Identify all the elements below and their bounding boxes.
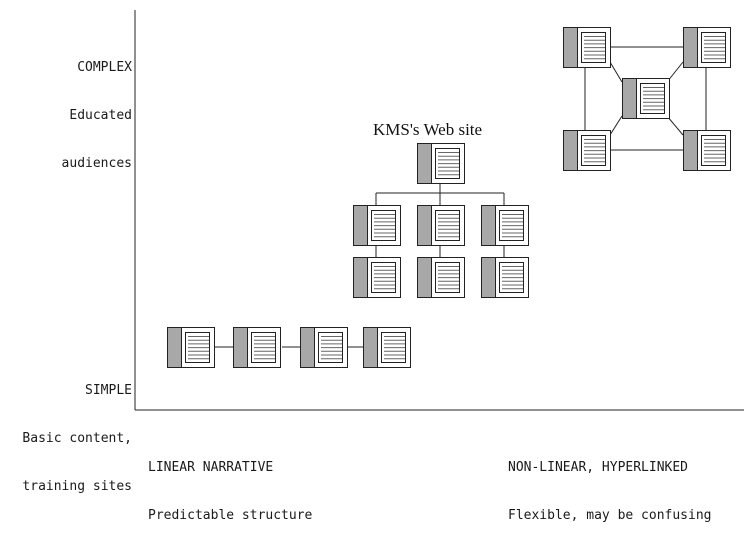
y-axis-top-title: COMPLEX (77, 60, 132, 75)
y-axis-bottom-title: SIMPLE (85, 383, 132, 398)
network-connectors (584, 46, 707, 151)
y-axis-bottom-label: SIMPLE Basic content, training sites (12, 351, 132, 527)
y-axis-top-label: COMPLEX Educated audiences (12, 28, 132, 204)
page-icons (167, 27, 731, 368)
web-page-icon (417, 143, 465, 184)
y-axis-top-line2: audiences (61, 156, 132, 171)
y-axis-top-line1: Educated (69, 108, 132, 123)
diagram-canvas (134, 10, 744, 411)
site-structure-diagram: COMPLEX Educated audiences SIMPLE Basic … (12, 10, 744, 523)
web-page-icon (353, 205, 401, 246)
web-page-icon (233, 327, 281, 368)
x-axis-left-title: LINEAR NARRATIVE (148, 460, 274, 475)
hierarchy-connectors (375, 183, 505, 257)
web-page-icon (417, 205, 465, 246)
web-page-icon (481, 205, 529, 246)
x-axis-right-sub: Flexible, may be confusing (508, 508, 712, 523)
web-page-icon (683, 130, 731, 171)
web-page-icon (563, 130, 611, 171)
web-page-icon (300, 327, 348, 368)
web-page-icon (563, 27, 611, 68)
x-axis-left-sub: Predictable structure (148, 508, 313, 523)
web-page-icon (417, 257, 465, 298)
x-axis-right-label: NON-LINEAR, HYPERLINKED Flexible, may be… (508, 428, 712, 556)
y-axis-bottom-line1: Basic content, (22, 431, 132, 446)
web-page-icon (363, 327, 411, 368)
web-page-icon (683, 27, 731, 68)
web-page-icon (481, 257, 529, 298)
x-axis-left-label: LINEAR NARRATIVE Predictable structure (148, 428, 312, 556)
web-page-icon (622, 78, 670, 119)
web-page-icon (353, 257, 401, 298)
hierarchy-title: KMS's Web site (373, 120, 483, 139)
web-page-icon (167, 327, 215, 368)
x-axis-right-title: NON-LINEAR, HYPERLINKED (508, 460, 689, 475)
y-axis-bottom-line2: training sites (22, 479, 132, 494)
